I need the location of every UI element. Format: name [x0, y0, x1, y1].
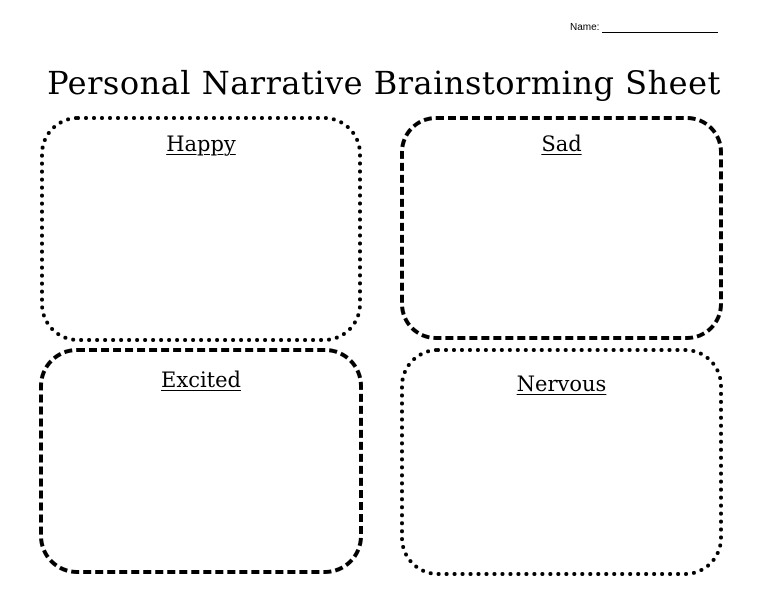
- name-field[interactable]: Name:: [570, 22, 719, 33]
- box-happy-label: Happy: [166, 132, 236, 156]
- box-excited-label: Excited: [161, 368, 241, 392]
- page-title: Personal Narrative Brainstorming Sheet: [47, 64, 721, 102]
- box-nervous[interactable]: Nervous: [400, 348, 723, 576]
- name-blank-line[interactable]: [602, 22, 719, 33]
- box-nervous-label: Nervous: [516, 372, 607, 396]
- box-excited[interactable]: Excited: [39, 348, 363, 574]
- box-sad-label: Sad: [541, 132, 582, 156]
- box-sad[interactable]: Sad: [400, 116, 723, 340]
- box-happy[interactable]: Happy: [40, 116, 362, 342]
- name-label: Name:: [570, 22, 600, 33]
